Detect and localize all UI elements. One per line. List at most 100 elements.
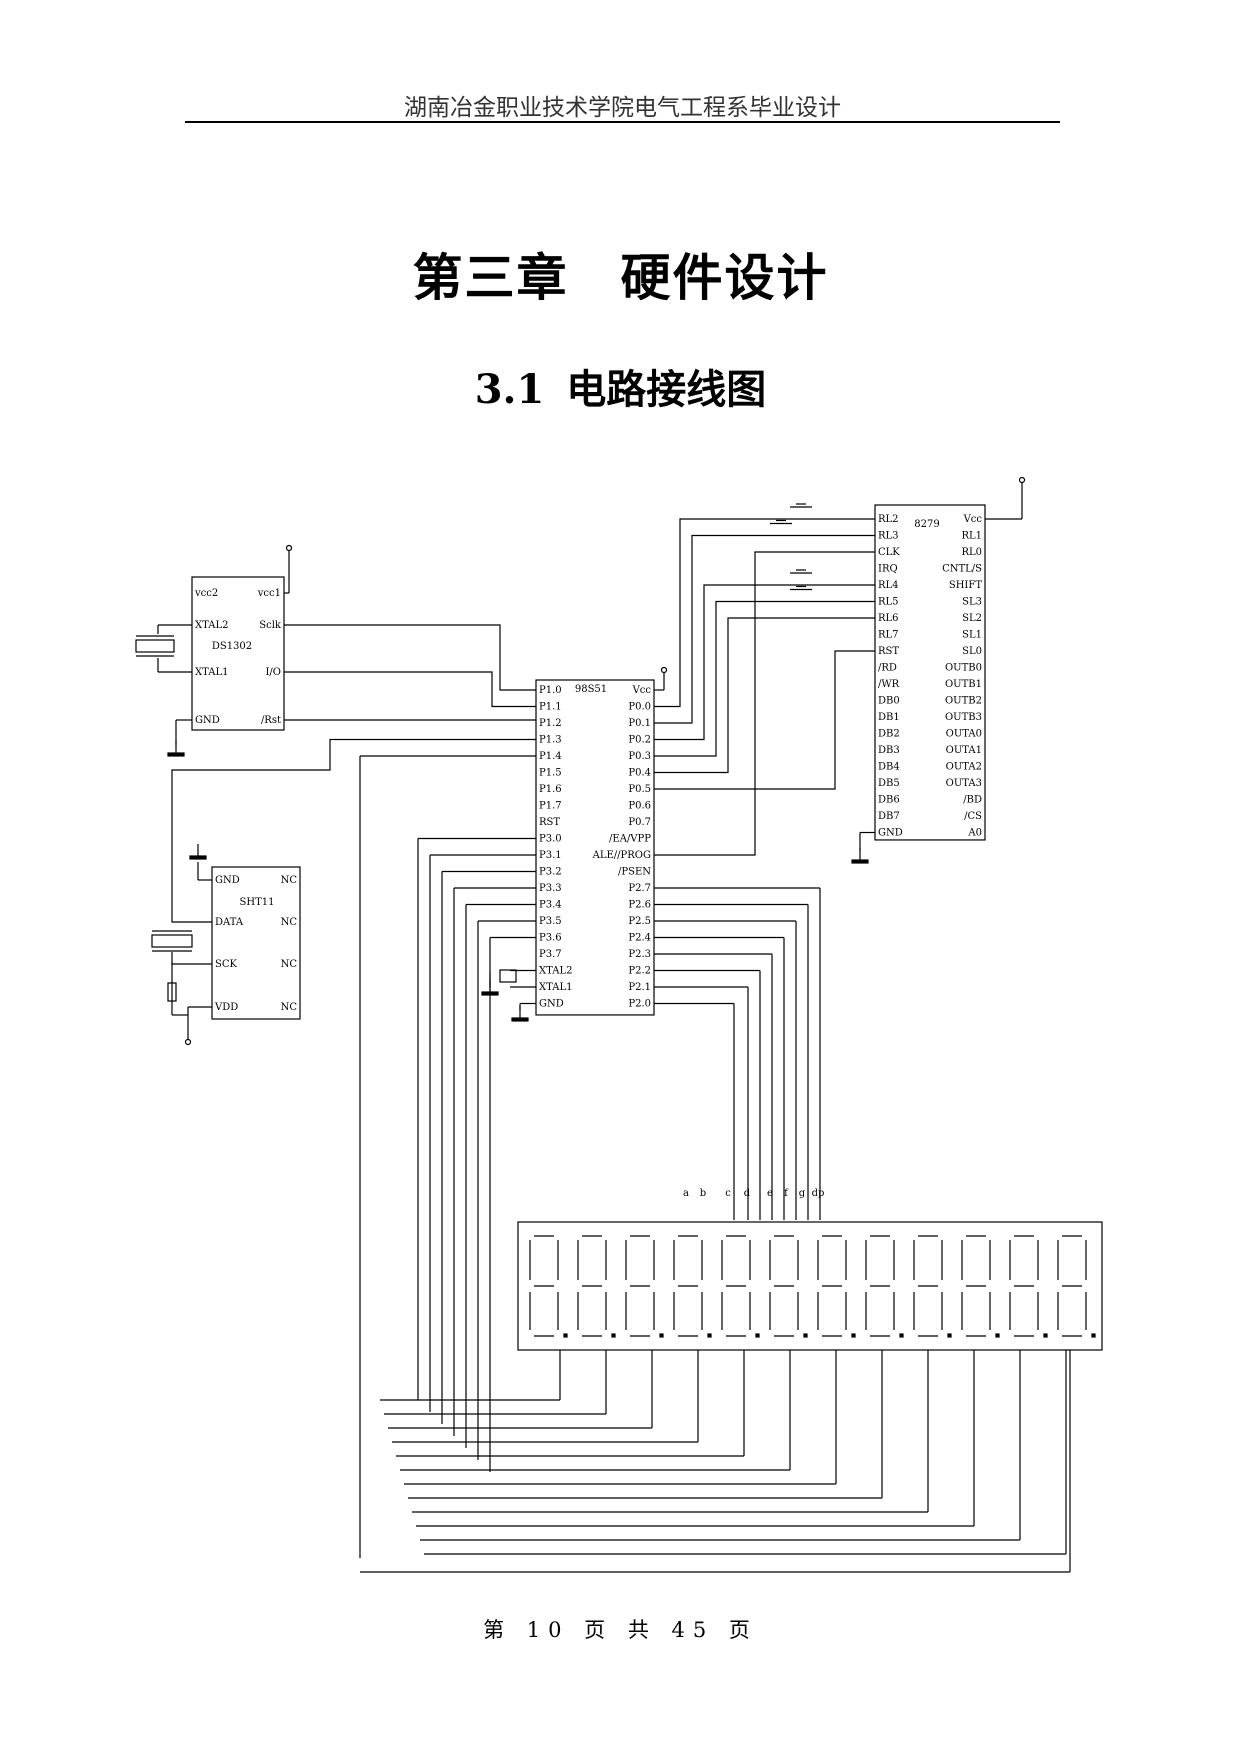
kbd-right-pin-label: OUTB2 <box>945 696 982 707</box>
mcu-left-pin-label: P3.7 <box>539 949 562 960</box>
mcu-left-pin-label: RST <box>539 817 560 828</box>
kbd-right-pin-label: /CS <box>964 811 982 822</box>
rtc-left-pin-label: XTAL1 <box>195 667 228 678</box>
sensor-left-pin-label: VDD <box>214 1002 238 1013</box>
kbd-name: 8279 <box>914 519 939 530</box>
chapter-title: 第三章 硬件设计 <box>412 249 829 307</box>
mcu-left-pin-label: P3.4 <box>539 900 562 911</box>
mcu-left-pin-label: P3.0 <box>539 834 562 845</box>
kbd-right-pin-label: SL1 <box>962 630 982 641</box>
mcu-right-pin-label: P0.3 <box>628 751 651 762</box>
mcu-right-pin-label: P0.5 <box>628 784 651 795</box>
rtc-left-pin-label: GND <box>195 715 220 726</box>
ground-symbol <box>167 752 185 757</box>
mcu-left-pin-label: P1.2 <box>539 718 562 729</box>
segment-label: e <box>767 1188 773 1199</box>
mcu-left-pin-label: P1.5 <box>539 768 562 779</box>
kbd-right-pin-label: OUTA0 <box>946 729 982 740</box>
section-number: 3.1 <box>474 366 545 413</box>
kbd-right-pin-label: OUTA1 <box>946 745 982 756</box>
rtc-right-pin-label: vcc1 <box>257 588 281 599</box>
kbd-right-pin-label: SL0 <box>962 646 982 657</box>
mcu-left-pin-label: P3.5 <box>539 916 562 927</box>
decimal-point <box>995 1333 1000 1338</box>
mcu-left-pin-label: P1.7 <box>539 801 562 812</box>
mcu-left-pin-label: P1.0 <box>539 685 562 696</box>
vdd-terminal <box>184 1038 192 1046</box>
pullup-resistor <box>167 982 177 1002</box>
section-heading: 电路接线图 <box>566 366 767 413</box>
wire-io <box>284 671 536 708</box>
kbd-right-pin-label: SL3 <box>962 597 982 608</box>
mcu-left-pin-label: P3.3 <box>539 883 562 894</box>
kbd-left-pin-label: RL3 <box>878 531 899 542</box>
mcu-left-pin-label: XTAL2 <box>539 966 572 977</box>
mcu-left-pin-label: P1.6 <box>539 784 562 795</box>
kbd-right-pin-label: OUTA3 <box>946 778 982 789</box>
wire-p00 <box>654 518 875 708</box>
kbd-left-pin-label: DB1 <box>878 712 900 723</box>
kbd-left-pin-label: GND <box>878 828 903 839</box>
decimal-point <box>611 1333 616 1338</box>
sensor-right-pin-label: NC <box>281 1002 298 1013</box>
section-title: 3.1 电路接线图 <box>0 357 1241 415</box>
kbd-left-pin-label: DB5 <box>878 778 900 789</box>
sensor-name: SHT11 <box>240 897 275 908</box>
mcu-right-pin-label: P2.0 <box>628 999 651 1010</box>
mcu-left-pin-label: P1.1 <box>539 702 562 713</box>
rtc-left-pin-label: XTAL2 <box>195 620 228 631</box>
wire-data <box>171 738 536 923</box>
mcu-right-pin-label: P0.0 <box>628 702 651 713</box>
wire-rst-kbd <box>654 650 875 790</box>
mcu-left-pin-label: P1.3 <box>539 735 562 746</box>
mcu-right-pin-label: /PSEN <box>618 867 651 878</box>
kbd-left-pin-label: CLK <box>878 547 900 558</box>
mcu-name: 98S51 <box>575 684 607 695</box>
mcu-left-pin-label: P1.4 <box>539 751 562 762</box>
kbd-right-pin-label: OUTB3 <box>945 712 982 723</box>
crystal <box>499 969 517 983</box>
vcc-terminal <box>660 666 668 674</box>
mcu-left-pin-label: P3.1 <box>539 850 562 861</box>
sensor-right-pin-label: NC <box>281 875 298 886</box>
kbd-left-pin-label: RL4 <box>878 580 899 591</box>
kbd-left-pin-label: RL7 <box>878 630 899 641</box>
mcu-right-pin-label: P2.3 <box>628 949 651 960</box>
wire-p01 <box>654 534 875 724</box>
segment-label: dp <box>812 1188 825 1199</box>
mcu-right-pin-label: /EA/VPP <box>609 834 651 845</box>
mcu-right-pin-label: P0.2 <box>628 735 651 746</box>
decimal-point <box>947 1333 952 1338</box>
segment-label: f <box>784 1188 789 1199</box>
kbd-right-pin-label: RL0 <box>961 547 982 558</box>
kbd-left-pin-label: DB2 <box>878 729 900 740</box>
kbd-right-pin-label: OUTB1 <box>945 679 982 690</box>
mcu-left-pin-label: GND <box>539 999 564 1010</box>
mcu-left-pin-label: P3.6 <box>539 933 562 944</box>
wire-p04 <box>654 617 875 774</box>
mcu-right-pin-label: Vcc <box>632 685 652 696</box>
wire-p03 <box>654 600 875 757</box>
decimal-point <box>659 1333 664 1338</box>
decimal-point <box>707 1333 712 1338</box>
kbd-left-pin-label: DB3 <box>878 745 900 756</box>
kbd-left-pin-label: RL6 <box>878 613 899 624</box>
page-header: 湖南冶金职业技术学院电气工程系毕业设计 <box>404 95 841 121</box>
kbd-left-pin-label: RL2 <box>878 514 899 525</box>
mcu-right-pin-label: P0.4 <box>628 768 651 779</box>
wire-clk <box>654 551 875 856</box>
kbd-left-pin-label: /RD <box>878 663 897 674</box>
sensor-left-pin-label: SCK <box>215 959 238 970</box>
kbd-left-pin-label: DB7 <box>878 811 900 822</box>
seven-segment-display <box>517 1221 1103 1351</box>
wire-sclk <box>284 624 536 691</box>
vcc-terminal <box>1018 476 1026 484</box>
rtc-left-pin-label: vcc2 <box>194 588 218 599</box>
segment-label: d <box>744 1188 751 1199</box>
kbd-left-pin-label: DB0 <box>878 696 900 707</box>
mcu-right-pin-label: P2.2 <box>628 966 651 977</box>
mcu-right-pin-label: P0.6 <box>628 801 651 812</box>
sensor-right-pin-label: NC <box>281 917 298 928</box>
ground-symbol <box>851 859 869 864</box>
